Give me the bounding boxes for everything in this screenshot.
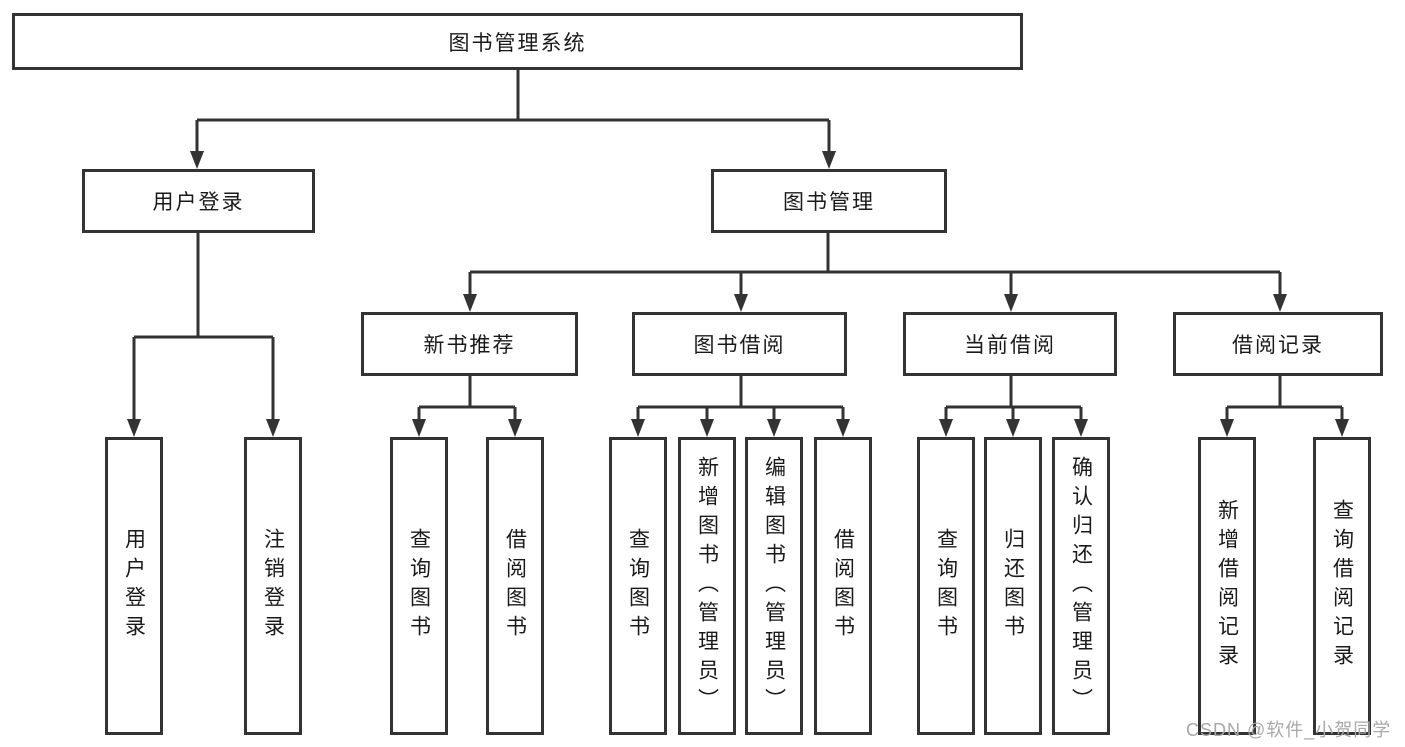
arrowhead [700,419,714,437]
node-book-borrowing-label: 图书借阅 [693,334,786,357]
arrowhead [412,419,426,437]
leaf-user-login-label: 用户登录 [122,528,146,644]
arrowhead [939,419,953,437]
leaf-user-login: 用户登录 [105,437,163,735]
leaf-current-confirm-return-admin-label: 确认归还（管理员） [1069,455,1093,717]
leaf-newbooks-query-books-label: 查询图书 [407,528,431,644]
node-book-borrowing: 图书借阅 [632,312,847,376]
arrowhead [1006,419,1020,437]
node-root: 图书管理系统 [12,13,1023,70]
node-current-borrowing-label: 当前借阅 [964,334,1056,357]
leaf-records-query-record-label: 查询借阅记录 [1330,499,1354,673]
leaf-borrowing-add-books-admin: 新增图书（管理员） [678,437,736,735]
node-new-book-recommend: 新书推荐 [361,312,578,376]
arrowhead [631,419,645,437]
arrowhead [1220,419,1234,437]
leaf-borrowing-edit-books-admin: 编辑图书（管理员） [745,437,803,735]
arrowhead [1273,294,1287,312]
arrowhead [508,419,522,437]
leaf-borrowing-edit-books-admin-label: 编辑图书（管理员） [762,455,786,717]
node-user-login-label: 用户登录 [152,191,245,214]
leaf-borrowing-add-books-admin-label: 新增图书（管理员） [695,455,719,717]
leaf-logout-label: 注销登录 [261,528,285,644]
arrowhead [463,294,477,312]
node-root-label: 图书管理系统 [448,31,587,55]
arrowhead [836,419,850,437]
arrowhead [127,419,141,437]
connector-currentborrow-to-leaves [944,376,1083,420]
leaf-current-return-books: 归还图书 [984,437,1042,735]
arrowhead [190,151,204,169]
arrowhead [767,419,781,437]
leaf-current-query-books: 查询图书 [917,437,975,735]
connector-bookborrow-to-leaves [636,376,845,420]
node-borrowing-records-label: 借阅记录 [1232,334,1324,357]
leaf-current-return-books-label: 归还图书 [1001,528,1025,644]
connector-bookmgmt-to-level3 [468,233,1282,295]
node-book-management: 图书管理 [711,169,947,233]
leaf-current-confirm-return-admin: 确认归还（管理员） [1052,437,1110,735]
leaf-newbooks-borrow-books: 借阅图书 [486,437,544,735]
leaf-logout: 注销登录 [244,437,302,735]
connector-newbooks-to-leaves [417,376,517,420]
leaf-newbooks-borrow-books-label: 借阅图书 [503,528,527,644]
connector-userlogin-to-leaves [132,233,275,420]
node-current-borrowing: 当前借阅 [903,312,1117,376]
leaf-records-add-record: 新增借阅记录 [1198,437,1256,735]
node-borrowing-records: 借阅记录 [1173,312,1383,376]
arrowhead [266,419,280,437]
node-new-book-recommend-label: 新书推荐 [423,334,516,357]
leaf-borrowing-query-books: 查询图书 [609,437,667,735]
arrowhead [1004,294,1018,312]
arrowhead [1074,419,1088,437]
leaf-borrowing-borrow-books-label: 借阅图书 [831,528,855,644]
leaf-records-query-record: 查询借阅记录 [1313,437,1371,735]
node-user-login: 用户登录 [82,169,315,233]
connector-root-to-level2 [195,70,831,152]
leaf-records-add-record-label: 新增借阅记录 [1215,499,1239,673]
arrowhead [1335,419,1349,437]
leaf-current-query-books-label: 查询图书 [934,528,958,644]
connector-records-to-leaves [1225,376,1344,420]
node-book-management-label: 图书管理 [783,191,875,214]
arrowhead [822,151,836,169]
arrowhead [734,294,748,312]
leaf-newbooks-query-books: 查询图书 [390,437,448,735]
leaf-borrowing-borrow-books: 借阅图书 [814,437,872,735]
leaf-borrowing-query-books-label: 查询图书 [626,528,650,644]
csdn-watermark: CSDN @软件_小贺同学 [1186,720,1392,740]
